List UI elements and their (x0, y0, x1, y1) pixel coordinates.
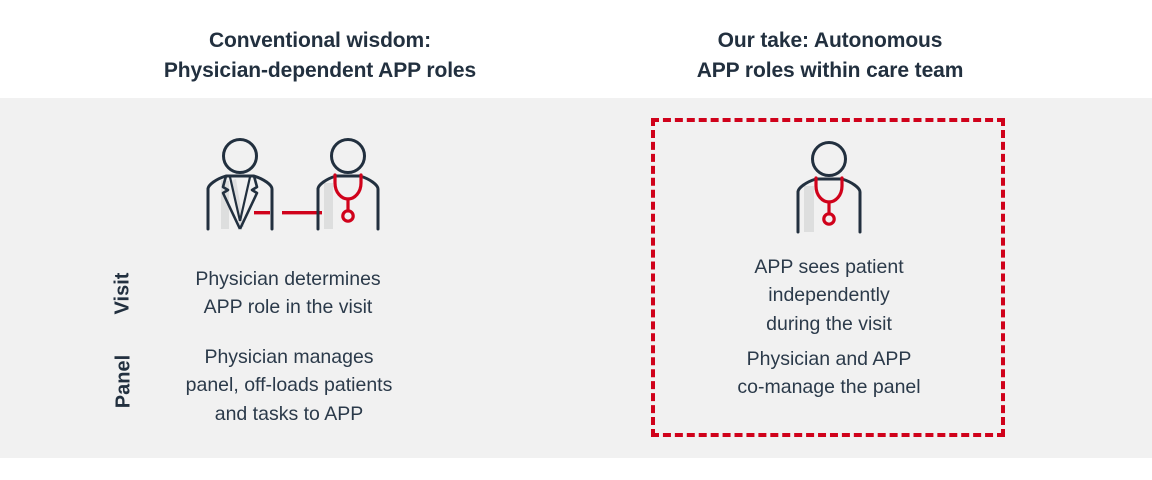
row-label-panel: Panel (112, 354, 135, 409)
app-stethoscope-icon (784, 140, 874, 234)
app-stethoscope-figure (316, 138, 380, 231)
left-column-title: Conventional wisdom: Physician-dependent… (163, 29, 477, 82)
content-band (0, 98, 1152, 458)
right-column-title: Our take: Autonomous APP roles within ca… (696, 29, 964, 82)
left-visit-text: Physician determines APP role in the vis… (195, 268, 381, 319)
connector-line (282, 211, 322, 215)
physician-and-app-pair-icon (196, 137, 392, 233)
row-label-visit: Visit (111, 272, 134, 315)
header-band: Conventional wisdom: Physician-dependent… (0, 0, 1152, 98)
right-visit-text: APP sees patient independently during th… (754, 256, 904, 335)
physician-suit-figure (206, 138, 274, 231)
footer-band (0, 458, 1152, 480)
left-panel-text: Physician manages panel, off-loads patie… (185, 346, 393, 425)
autonomous-app-highlight-box (651, 118, 1005, 437)
right-panel-text: Physician and APP co-manage the panel (737, 348, 921, 399)
